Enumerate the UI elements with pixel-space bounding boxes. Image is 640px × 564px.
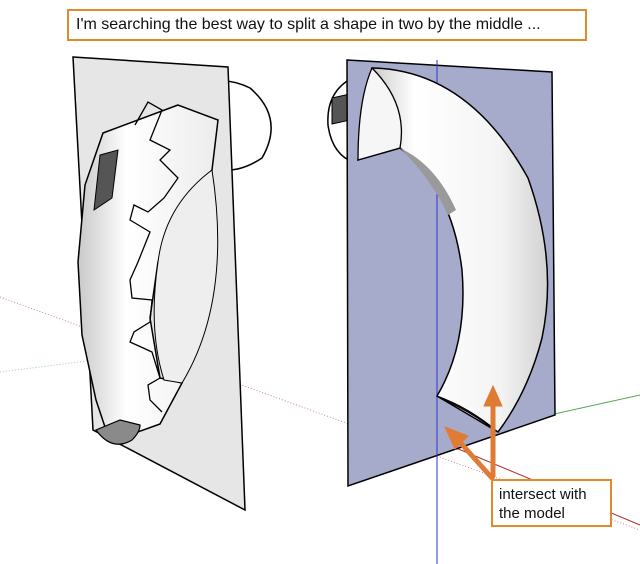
right-end-opening: [436, 395, 499, 433]
left-shape: [72, 56, 272, 512]
title-text: I'm searching the best way to split a sh…: [76, 16, 541, 33]
left-end-opening: [95, 419, 141, 445]
annotation-line1: intersect with: [499, 486, 587, 503]
annotation-line2: the model: [499, 505, 565, 522]
left-inner-face: [153, 169, 219, 384]
right-shape: [327, 59, 556, 564]
arrows: [444, 384, 503, 481]
arrow-to-plane-edge: [455, 437, 495, 481]
right-cap-face: [357, 66, 403, 161]
arrow-to-plane-edge-head: [444, 426, 469, 450]
title-callout: I'm searching the best way to split a sh…: [67, 9, 587, 41]
annotation-callout: intersect with the model: [491, 479, 612, 527]
arrow-to-tube-head: [483, 384, 503, 407]
right-shadow: [400, 148, 456, 215]
left-dark-gap: [93, 149, 119, 212]
left-notches: [129, 101, 179, 413]
right-tube-body: [357, 67, 549, 433]
